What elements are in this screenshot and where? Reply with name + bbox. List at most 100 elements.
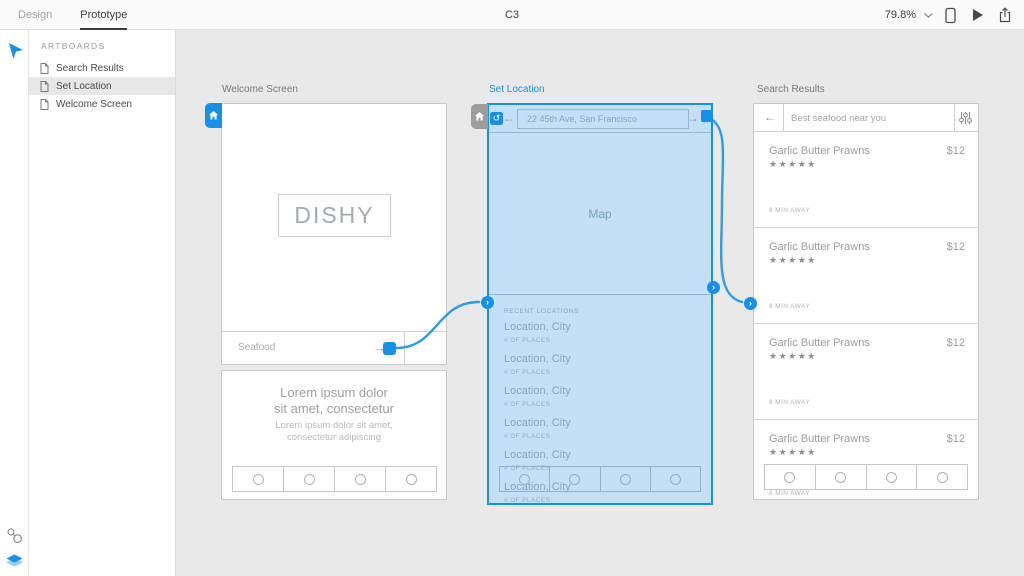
result-price: $12 xyxy=(946,241,965,253)
artboard-label-search-results[interactable]: Search Results xyxy=(757,84,825,95)
forward-arrow-icon: → xyxy=(687,111,699,125)
artboard-welcome-screen[interactable]: DISHY Seafood → xyxy=(221,103,447,365)
play-icon[interactable] xyxy=(971,8,984,22)
headline-line2: sit amet, consectetur xyxy=(274,401,394,416)
rating-stars-icon: ★★★★★ xyxy=(769,159,817,169)
connection-badge-set-location-in[interactable]: › xyxy=(481,296,494,309)
back-arrow-icon: ← xyxy=(503,111,515,125)
dishy-logo-box[interactable]: DISHY xyxy=(278,194,391,237)
location-list-item[interactable]: Location, City # OF PLACES xyxy=(504,417,701,449)
result-item[interactable]: Garlic Butter Prawns $12 ★★★★★ 8 MIN AWA… xyxy=(754,324,978,420)
home-indicator-welcome[interactable] xyxy=(205,103,222,128)
welcome-headline: Lorem ipsum dolor sit amet, consectetur xyxy=(222,385,446,417)
location-list-item[interactable]: Location, City # OF PLACES xyxy=(504,449,701,481)
sidebar-item-label: Set Location xyxy=(56,80,112,92)
tab-circle-icon xyxy=(669,473,681,485)
sidebar-item-set-location[interactable]: Set Location xyxy=(29,77,175,95)
toolbar-right-group: 79.8% xyxy=(885,0,1012,30)
search-bar-divider xyxy=(954,104,955,131)
artboard-label-welcome-screen[interactable]: Welcome Screen xyxy=(222,84,298,95)
sidebar-item-welcome-screen[interactable]: Welcome Screen xyxy=(29,95,175,113)
zoom-control[interactable]: 79.8% xyxy=(885,9,933,21)
tab-bar-cell[interactable] xyxy=(865,465,917,489)
tab-bar-cell[interactable] xyxy=(283,467,334,491)
tab-bar-cell[interactable] xyxy=(814,465,866,489)
location-list-item[interactable]: Location, City # OF PLACES xyxy=(504,321,701,353)
tab-bar-cell[interactable] xyxy=(334,467,385,491)
artboard-doc-icon xyxy=(40,98,49,110)
artboard-doc-icon xyxy=(40,62,49,74)
location-meta: # OF PLACES xyxy=(504,497,551,504)
seafood-search-field[interactable]: Seafood → xyxy=(222,331,446,364)
address-field[interactable]: 22 45th Ave, San Francisco xyxy=(517,109,689,129)
result-distance: 8 MIN AWAY xyxy=(769,207,810,214)
tab-bar-cell[interactable] xyxy=(765,465,815,489)
subtext-line2: consectetur adipiscing xyxy=(287,432,381,443)
set-location-tab-bar[interactable] xyxy=(499,466,701,492)
artboard-label-set-location[interactable]: Set Location xyxy=(489,84,545,95)
field-divider xyxy=(404,332,405,364)
search-results-tab-bar[interactable] xyxy=(764,464,968,490)
app-toolbar: Design Prototype C3 79.8% xyxy=(0,0,1024,30)
scroll-reset-icon[interactable]: ↺ xyxy=(490,112,503,125)
select-tool-icon[interactable] xyxy=(8,42,24,60)
artboard-set-location[interactable]: ↺ ← 22 45th Ave, San Francisco → Map REC… xyxy=(487,103,713,505)
address-bar[interactable]: ↺ ← 22 45th Ave, San Francisco → xyxy=(489,105,711,133)
tab-bar-cell[interactable] xyxy=(500,467,549,491)
home-icon xyxy=(475,112,484,121)
tab-circle-icon xyxy=(519,473,531,485)
tab-prototype[interactable]: Prototype xyxy=(80,0,128,30)
map-label: Map xyxy=(588,206,612,221)
tab-design[interactable]: Design xyxy=(18,9,53,21)
search-bar[interactable]: ← Best seafood near you xyxy=(754,104,978,132)
filter-icon[interactable] xyxy=(958,110,973,126)
device-preview-icon[interactable] xyxy=(944,7,957,24)
tab-circle-icon xyxy=(619,473,631,485)
connection-badge-search-results-in[interactable]: › xyxy=(744,297,757,310)
result-name: Garlic Butter Prawns xyxy=(769,433,870,445)
map-area[interactable]: Map xyxy=(489,133,711,295)
assets-link-icon[interactable] xyxy=(6,527,23,544)
tab-bar-cell[interactable] xyxy=(385,467,436,491)
tab-bar-cell[interactable] xyxy=(649,467,700,491)
submit-arrow-icon: → xyxy=(373,340,386,355)
result-item[interactable]: Garlic Butter Prawns $12 ★★★★★ 8 MIN AWA… xyxy=(754,228,978,324)
chevron-down-icon[interactable] xyxy=(924,9,933,18)
artboard-search-results[interactable]: ← Best seafood near you Garlic Butter Pr… xyxy=(753,103,979,500)
artboard-welcome-scroll-area[interactable]: Lorem ipsum dolor sit amet, consectetur … xyxy=(221,370,447,500)
location-meta: # OF PLACES xyxy=(504,337,551,344)
tab-circle-icon xyxy=(835,471,847,483)
document-title: C3 xyxy=(504,9,520,21)
tab-bar-cell[interactable] xyxy=(916,465,967,489)
search-query-field[interactable]: Best seafood near you xyxy=(791,113,887,124)
connector-handle-address[interactable] xyxy=(701,110,713,122)
home-indicator-set-location[interactable] xyxy=(471,104,488,129)
location-name: Location, City xyxy=(504,353,571,365)
sidebar-item-search-results[interactable]: Search Results xyxy=(29,59,175,77)
result-name: Garlic Butter Prawns xyxy=(769,241,870,253)
location-meta: # OF PLACES xyxy=(504,433,551,440)
wire-address-to-search-results[interactable] xyxy=(709,117,744,304)
result-item[interactable]: Garlic Butter Prawns $12 ★★★★★ 8 MIN AWA… xyxy=(754,420,978,499)
location-list-item[interactable]: Location, City # OF PLACES xyxy=(504,353,701,385)
location-name: Location, City xyxy=(504,417,571,429)
tab-circle-icon xyxy=(569,473,581,485)
connector-handle-seafood[interactable] xyxy=(383,342,396,355)
search-bar-divider xyxy=(783,104,784,131)
result-price: $12 xyxy=(946,433,965,445)
tab-bar-cell[interactable] xyxy=(599,467,650,491)
result-price: $12 xyxy=(946,337,965,349)
tab-bar-cell[interactable] xyxy=(233,467,283,491)
result-name: Garlic Butter Prawns xyxy=(769,337,870,349)
tab-circle-icon xyxy=(405,473,417,485)
location-list-item[interactable]: Location, City # OF PLACES xyxy=(504,385,701,417)
layers-icon[interactable] xyxy=(5,554,24,568)
welcome-tab-bar[interactable] xyxy=(232,466,437,492)
result-item[interactable]: Garlic Butter Prawns $12 ★★★★★ 8 MIN AWA… xyxy=(754,132,978,228)
share-icon[interactable] xyxy=(998,7,1012,23)
tab-bar-cell[interactable] xyxy=(549,467,599,491)
location-meta: # OF PLACES xyxy=(504,401,551,408)
home-icon xyxy=(209,111,218,120)
connection-badge-set-location-out[interactable]: › xyxy=(707,281,720,294)
location-meta: # OF PLACES xyxy=(504,465,551,472)
